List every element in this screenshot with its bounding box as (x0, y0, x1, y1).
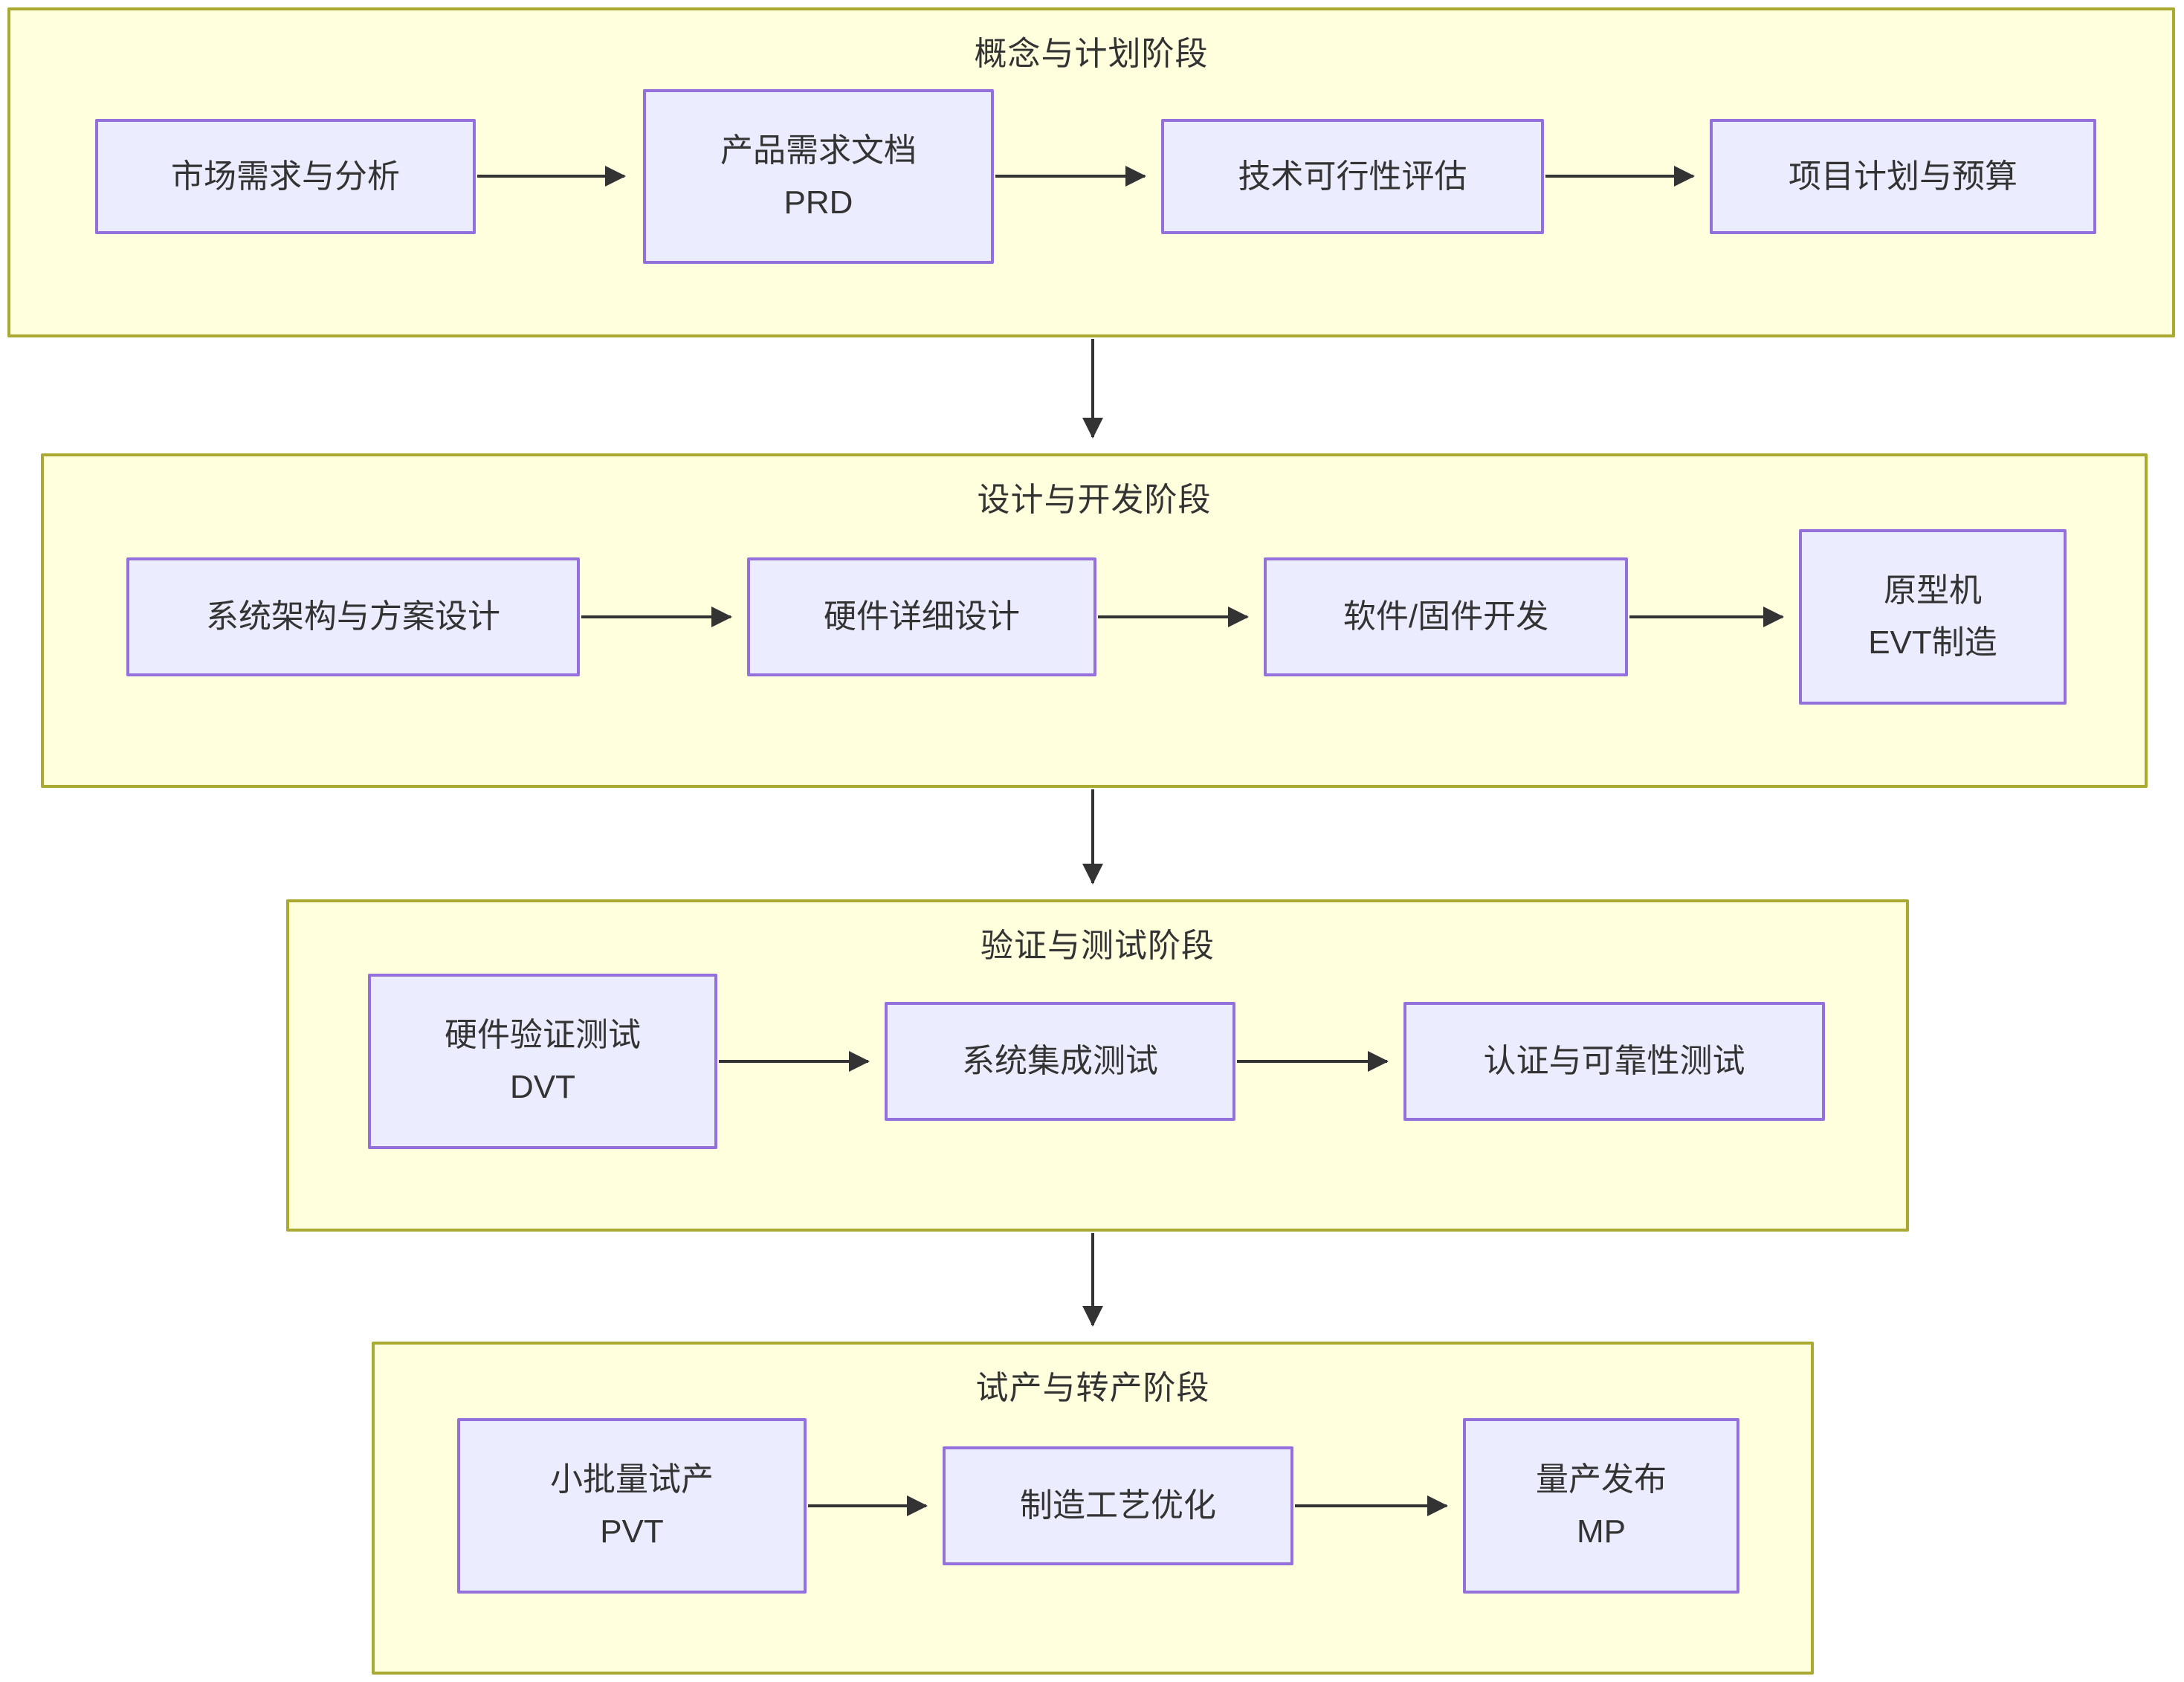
node-label: MP (1577, 1513, 1626, 1550)
node-label: 产品需求文档 (720, 132, 917, 169)
phase-title: 设计与开发阶段 (977, 482, 1212, 518)
node-label: 认证与可靠性测试 (1483, 1043, 1745, 1079)
node-label: 市场需求与分析 (171, 158, 400, 195)
node-market-requirements: 市场需求与分析 (95, 119, 476, 234)
node-prd: 产品需求文档 PRD (643, 89, 994, 264)
node-label: EVT制造 (1868, 624, 1997, 661)
node-label: 制造工艺优化 (1020, 1487, 1216, 1524)
node-integration-test: 系统集成测试 (885, 1002, 1235, 1121)
node-certification-reliability: 认证与可靠性测试 (1403, 1002, 1825, 1121)
phase-title: 概念与计划阶段 (974, 36, 1209, 72)
node-label: 系统集成测试 (962, 1043, 1158, 1079)
node-label: 原型机 (1884, 572, 1982, 609)
node-hardware-design: 硬件详细设计 (747, 557, 1096, 676)
node-feasibility: 技术可行性评估 (1161, 119, 1544, 234)
node-label: 硬件验证测试 (445, 1017, 641, 1053)
node-label: 项目计划与预算 (1789, 158, 2017, 195)
node-pvt: 小批量试产 PVT (457, 1418, 807, 1594)
node-process-optimization: 制造工艺优化 (943, 1446, 1293, 1565)
phase-title: 验证与测试阶段 (980, 928, 1215, 964)
node-label: 硬件详细设计 (824, 598, 1020, 635)
node-label: DVT (510, 1069, 575, 1105)
phase-title: 试产与转产阶段 (975, 1370, 1210, 1406)
node-label: 技术可行性评估 (1238, 158, 1467, 195)
node-prototype-evt: 原型机 EVT制造 (1799, 529, 2067, 705)
node-dvt: 硬件验证测试 DVT (368, 974, 717, 1149)
node-mp-release: 量产发布 MP (1463, 1418, 1739, 1594)
node-label: 系统架构与方案设计 (206, 598, 500, 635)
node-label: 小批量试产 (550, 1461, 714, 1498)
node-plan-budget: 项目计划与预算 (1710, 119, 2096, 234)
node-label: 软件/固件开发 (1343, 598, 1549, 635)
node-label: PRD (784, 184, 853, 221)
node-label: 量产发布 (1536, 1461, 1667, 1498)
node-architecture: 系统架构与方案设计 (126, 557, 580, 676)
node-label: PVT (600, 1513, 664, 1550)
node-software-firmware: 软件/固件开发 (1264, 557, 1628, 676)
